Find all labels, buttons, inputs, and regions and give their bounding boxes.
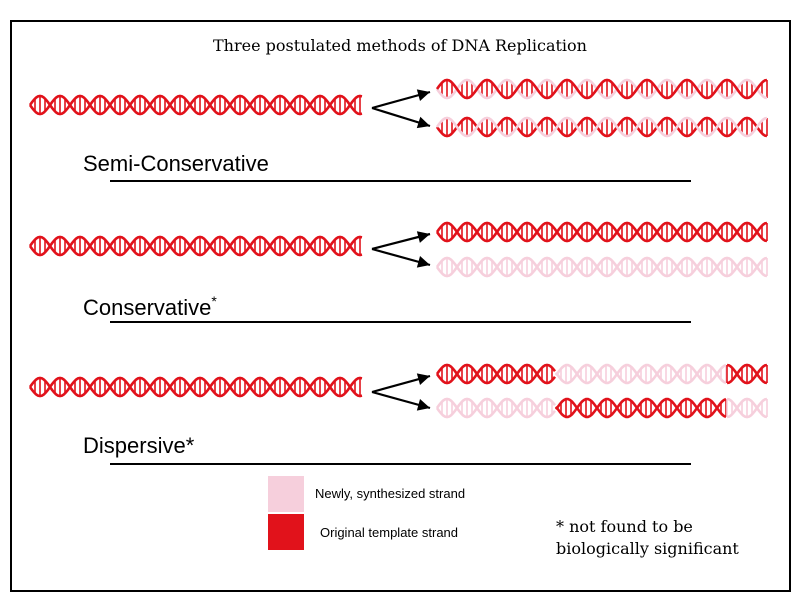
dna-strand <box>554 363 727 385</box>
daughter-helix-dispersive-1 <box>435 363 768 385</box>
arrowhead-icon <box>416 89 430 101</box>
daughter-helix-dispersive-2 <box>435 397 768 419</box>
dna-strand <box>435 78 768 100</box>
semi-conservative-underline <box>110 180 691 182</box>
dna-strand <box>28 94 363 116</box>
dispersive-text: Dispersive <box>83 433 186 458</box>
dna-strand <box>554 397 727 419</box>
arrowhead-icon <box>416 373 430 385</box>
daughter-helix-semi-conservative-1 <box>435 78 768 100</box>
parent-helix-dispersive <box>28 376 363 398</box>
figure-title: Three postulated methods of DNA Replicat… <box>213 36 587 55</box>
conservative-underline <box>110 321 691 323</box>
dispersive-label: Dispersive* <box>83 433 194 459</box>
arrowhead-icon <box>416 399 430 411</box>
conservative-text: Conservative <box>83 295 212 320</box>
arrowhead-icon <box>416 256 430 268</box>
dna-strand <box>435 397 557 419</box>
dispersive-underline <box>110 463 691 465</box>
dna-strand <box>28 235 363 257</box>
dna-strand <box>28 376 363 398</box>
arrows-dispersive <box>371 373 431 411</box>
dna-strand <box>435 363 557 385</box>
legend-label-new: Newly, synthesized strand <box>315 486 466 501</box>
dna-strand <box>726 363 768 385</box>
figure-frame <box>10 20 791 592</box>
arrows-semi-conservative <box>371 89 431 129</box>
dna-strand <box>726 397 768 419</box>
dna-strand <box>435 221 768 243</box>
arrowhead-icon <box>416 116 430 129</box>
parent-helix-semi-conservative <box>28 94 363 116</box>
daughter-helix-conservative-2 <box>435 256 768 278</box>
conservative-label: Conservative* <box>83 293 217 321</box>
semi-conservative-label: Semi-Conservative <box>83 151 269 177</box>
dna-strand <box>726 397 768 419</box>
dna-strand <box>435 221 768 243</box>
daughter-helix-conservative-1 <box>435 221 768 243</box>
dna-strand <box>435 78 768 100</box>
arrows-conservative <box>371 231 431 268</box>
legend-label-original: Original template strand <box>320 525 459 540</box>
dna-strand <box>435 256 768 278</box>
arrowhead-icon <box>416 231 430 243</box>
legend-swatch-original <box>268 514 304 550</box>
dna-strand <box>726 363 768 385</box>
dna-strand <box>435 256 768 278</box>
dna-strand <box>28 94 363 116</box>
daughter-helix-semi-conservative-2 <box>435 116 768 138</box>
dna-strand <box>28 235 363 257</box>
footnote: * not found to be biologically significa… <box>556 516 739 560</box>
parent-helix-conservative <box>28 235 363 257</box>
legend-swatch-new <box>268 476 304 512</box>
footnote-line2: biologically significant <box>556 539 739 558</box>
conservative-asterisk: * <box>211 293 217 309</box>
semi-conservative-text: Semi-Conservative <box>83 151 269 176</box>
footnote-asterisk: * <box>556 517 564 536</box>
footnote-line1: not found to be <box>569 517 693 536</box>
dna-strand <box>435 116 768 138</box>
dna-strand <box>28 376 363 398</box>
dispersive-asterisk: * <box>185 433 195 458</box>
dna-strand <box>435 116 768 138</box>
